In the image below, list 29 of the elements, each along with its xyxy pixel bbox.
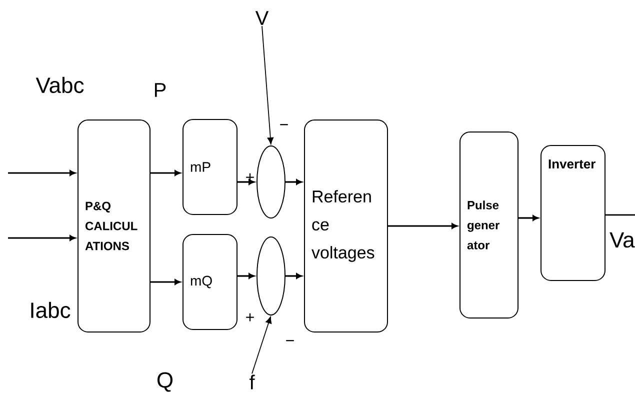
signal-label: + <box>246 313 254 322</box>
process-box: Inverter <box>540 145 606 281</box>
arrow <box>8 170 76 176</box>
signal-label: − <box>280 124 288 126</box>
process-box: P&Q CALICUL ATIONS <box>78 120 150 332</box>
process-box: mP <box>182 119 238 215</box>
signal-label: f <box>250 374 255 390</box>
arrow <box>252 316 272 374</box>
arrow <box>238 179 254 185</box>
signal-label: P <box>154 83 166 97</box>
process-box: Pulse gener ator <box>460 132 518 318</box>
arrow <box>150 279 180 285</box>
arrow <box>8 235 76 241</box>
signal-label: Q <box>157 372 172 392</box>
signal-label: Va <box>610 232 635 248</box>
arrow <box>238 273 254 279</box>
signal-label: − <box>286 340 294 342</box>
signal-label: V <box>255 11 269 25</box>
arrow <box>150 170 180 176</box>
arrow <box>286 273 302 279</box>
process-box: mQ <box>182 234 238 330</box>
summing-junction <box>256 236 286 316</box>
arrow <box>262 26 274 144</box>
process-box: Referen ce voltages <box>304 120 388 332</box>
arrow <box>286 179 302 185</box>
signal-label: Vabc <box>36 76 84 94</box>
summing-junction <box>256 146 286 218</box>
arrow <box>518 215 538 221</box>
arrow <box>388 223 458 229</box>
